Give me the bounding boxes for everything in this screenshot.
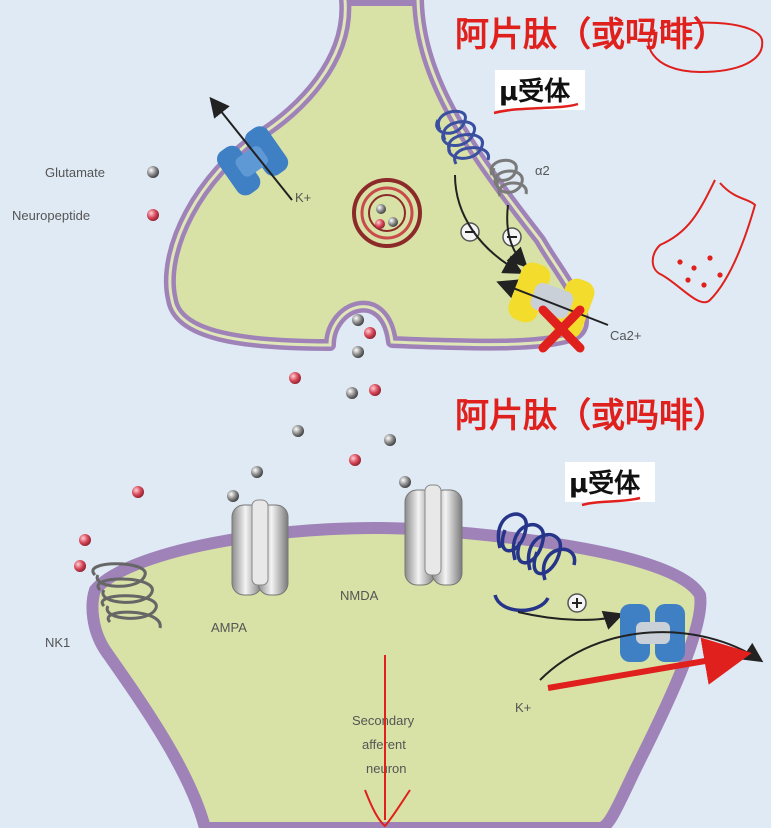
released-neurotransmitters — [74, 314, 411, 572]
calcium-channel — [508, 262, 595, 339]
calcium-influx-arrow — [496, 279, 609, 326]
ampa-label: AMPA — [211, 620, 247, 635]
inhibition-arrow-2 — [506, 204, 528, 268]
red-potassium-arrow — [547, 637, 752, 691]
activation-sign — [567, 593, 587, 613]
ampa-receptor — [231, 499, 289, 596]
blocked-x-icon — [538, 305, 585, 353]
activation-arrow — [517, 610, 624, 630]
mu-receptor-label-top: μ受体 — [499, 76, 571, 107]
neuropeptide-legend-dot — [147, 209, 159, 221]
opioid-annotation-top: 阿片肽（或吗啡） — [455, 15, 727, 55]
glutamate-legend-dot — [147, 166, 159, 178]
nmda-receptor — [404, 484, 463, 586]
potassium-label-top: K+ — [295, 190, 311, 205]
nk1-label: NK1 — [45, 635, 70, 650]
nmda-label: NMDA — [340, 588, 379, 603]
alpha2-receptor — [489, 158, 528, 197]
mu-receptor-label-bottom: μ受体 — [569, 468, 641, 499]
circle-mark-annotation — [647, 21, 764, 74]
synaptic-vesicle — [352, 178, 422, 248]
mu-receptor-bottom — [493, 512, 577, 613]
alpha2-label: α2 — [535, 163, 550, 178]
mu-receptor-top — [435, 109, 490, 165]
red-downward-arrow — [364, 655, 411, 828]
glutamate-legend-label: Glutamate — [45, 165, 105, 180]
mu-underline-top — [493, 102, 579, 115]
opioid-annotation-bottom: 阿片肽（或吗啡） — [455, 396, 727, 436]
mu-underline-bottom — [581, 496, 641, 507]
potassium-label-bottom: K+ — [515, 700, 531, 715]
calcium-label: Ca2+ — [610, 328, 641, 343]
potassium-efflux-arrow-top — [209, 96, 293, 201]
secondary-neuron-label-3: neuron — [366, 761, 406, 776]
mu-label-bg-top — [495, 70, 585, 110]
terminal-sketch-annotation — [651, 179, 757, 304]
inhibition-sign-1 — [460, 222, 480, 242]
mu-label-bg-bottom — [565, 462, 655, 502]
potassium-channel-top — [217, 126, 289, 196]
neuropeptide-legend-label: Neuropeptide — [12, 208, 90, 223]
nk1-receptor — [91, 562, 162, 629]
secondary-neuron-label-1: Secondary — [352, 713, 415, 728]
